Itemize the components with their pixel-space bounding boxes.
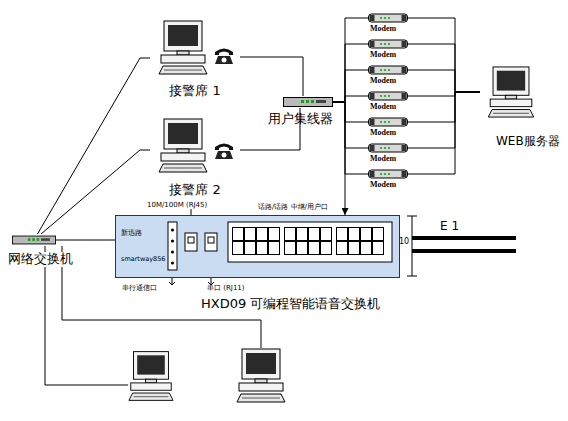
network-cable bbox=[333, 102, 368, 174]
port-label: 串口 (RJ11) bbox=[207, 284, 245, 292]
device-label: Modem bbox=[370, 180, 396, 189]
switch-device bbox=[12, 236, 55, 244]
computer-icon bbox=[159, 119, 207, 172]
callout-number: 10 bbox=[399, 237, 409, 246]
network-cable bbox=[333, 102, 368, 122]
operator-station: 接警席 1 bbox=[150, 18, 240, 100]
network-cable bbox=[240, 108, 300, 150]
voice-switch: 新迅路 smartway856HXD09 可编程智能语音交换机 bbox=[115, 215, 400, 278]
network-cable bbox=[333, 70, 368, 102]
device-label: Modem bbox=[370, 76, 396, 85]
telephone-icon bbox=[215, 49, 233, 65]
switch-panel bbox=[171, 239, 174, 242]
device-label: Modem bbox=[370, 102, 396, 111]
network-cable bbox=[333, 18, 368, 102]
network-cable bbox=[240, 57, 303, 96]
computer-icon bbox=[159, 21, 207, 74]
modem-node: Modem bbox=[368, 91, 408, 101]
switch-panel bbox=[171, 261, 174, 264]
switch-panel bbox=[169, 278, 175, 285]
device-label: Modem bbox=[370, 154, 396, 163]
modem-device bbox=[369, 14, 408, 22]
switch-panel bbox=[168, 209, 392, 285]
network-cable bbox=[408, 44, 480, 92]
network-cable bbox=[333, 44, 368, 102]
network-cable bbox=[408, 92, 480, 96]
switch-panel bbox=[171, 228, 174, 231]
modem-node: Modem bbox=[368, 65, 408, 75]
computer-icon bbox=[129, 352, 173, 401]
telephone-icon bbox=[215, 144, 233, 160]
modem-node: Modem bbox=[368, 143, 408, 153]
trunk-label: E 1 bbox=[440, 220, 459, 234]
device-title: HXD09 可编程智能语音交换机 bbox=[201, 297, 380, 312]
network-cable bbox=[56, 240, 115, 241]
modem-device bbox=[369, 170, 408, 178]
network-cable bbox=[37, 58, 150, 234]
modem-node: Modem bbox=[368, 13, 408, 23]
station-label: 接警席 1 bbox=[150, 84, 240, 99]
network-cable bbox=[333, 102, 345, 215]
port-label: 10M/100M (RJ45) bbox=[147, 201, 207, 209]
web-server: WEB服务器 bbox=[480, 65, 540, 120]
port-label: 话路/话路 中继/用户口 bbox=[258, 203, 328, 211]
modem-node: Modem bbox=[368, 117, 408, 127]
switch-panel bbox=[208, 278, 214, 285]
modem-node: Modem bbox=[368, 169, 408, 179]
modem-device bbox=[369, 144, 408, 152]
network-cable bbox=[408, 92, 480, 148]
network-cable bbox=[333, 102, 368, 148]
network-cable bbox=[408, 92, 480, 122]
switch-panel bbox=[171, 250, 174, 253]
operator-station: 接警席 2 bbox=[150, 115, 240, 198]
brand-text: 新迅路 smartway856 bbox=[121, 220, 169, 272]
hub-device bbox=[284, 98, 333, 107]
switch-panel bbox=[228, 222, 392, 262]
modem-device bbox=[369, 92, 408, 100]
computer-icon bbox=[488, 67, 533, 117]
port-label: 串行通信口 bbox=[122, 284, 157, 292]
network-cable bbox=[333, 96, 368, 102]
switch-panel bbox=[208, 237, 214, 243]
device-label: Modem bbox=[370, 24, 396, 33]
modem-node: Modem bbox=[368, 39, 408, 49]
switch-panel bbox=[168, 222, 177, 270]
network-cable bbox=[41, 150, 150, 234]
network-cable bbox=[408, 18, 480, 92]
switch-label: 网络交换机 bbox=[8, 252, 73, 267]
e1-trunk-line bbox=[412, 236, 516, 240]
network-cable bbox=[408, 70, 480, 92]
device-label: Modem bbox=[370, 128, 396, 137]
modem-device bbox=[369, 40, 408, 48]
switch-panel bbox=[185, 233, 197, 251]
user-hub: 用户集线器 bbox=[283, 96, 333, 108]
network-switch: 网络交换机 bbox=[12, 234, 56, 246]
switch-panel bbox=[232, 227, 280, 255]
switch-panel bbox=[284, 227, 332, 255]
e1-trunk-line bbox=[412, 249, 516, 253]
server-label: WEB服务器 bbox=[496, 135, 560, 149]
station-label: 接警席 2 bbox=[150, 183, 240, 198]
network-cable bbox=[408, 92, 480, 174]
device-label: Modem bbox=[370, 50, 396, 59]
switch-panel bbox=[336, 227, 384, 255]
modem-device bbox=[369, 118, 408, 126]
modem-device bbox=[369, 66, 408, 74]
switch-panel bbox=[191, 209, 192, 215]
computer-icon bbox=[237, 349, 285, 402]
switch-panel bbox=[188, 237, 194, 243]
switch-panel bbox=[205, 233, 217, 251]
hub-label: 用户集线器 bbox=[268, 112, 333, 127]
